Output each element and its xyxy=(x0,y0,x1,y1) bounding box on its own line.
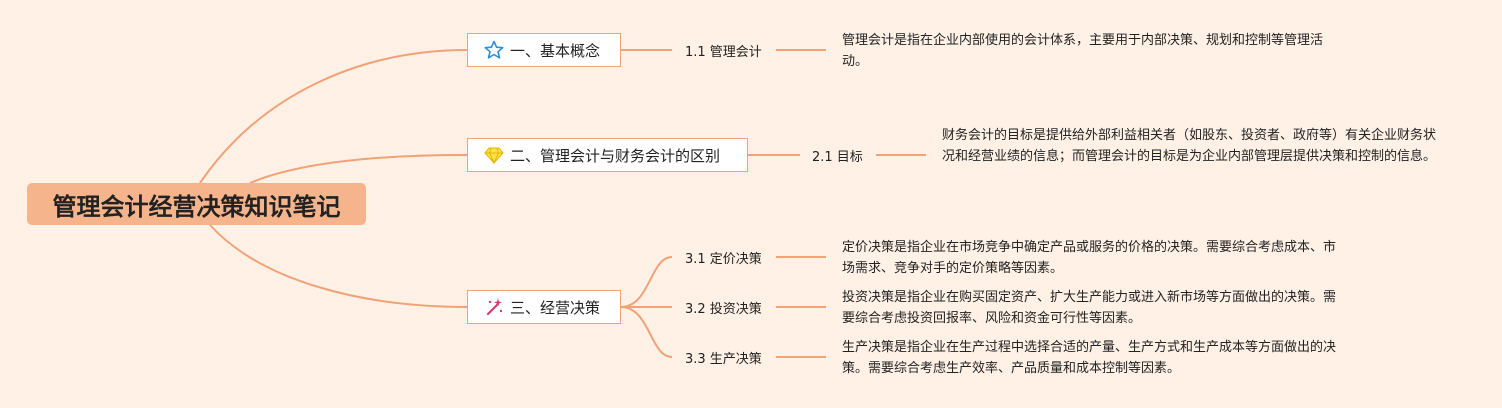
desc-3-3[interactable]: 生产决策是指企业在生产过程中选择合适的产量、生产方式和生产成本等方面做出的决策。… xyxy=(842,340,1337,376)
leaf-3-2[interactable]: 3.2 投资决策 xyxy=(685,302,762,317)
desc-3-2[interactable]: 投资决策是指企业在购买固定资产、扩大生产能力或进入新市场等方面做出的决策。需要综… xyxy=(842,290,1337,326)
branch-basic-concepts[interactable]: 一、基本概念 xyxy=(467,33,621,67)
magic-wand-icon xyxy=(484,297,504,317)
leaf-1-1[interactable]: 1.1 管理会计 xyxy=(685,45,762,60)
root-topic[interactable]: 管理会计经营决策知识笔记 xyxy=(27,183,366,225)
connector-b3-item1 xyxy=(620,256,673,308)
connector-root-branch2 xyxy=(249,154,468,184)
branch-differences[interactable]: 二、管理会计与财务会计的区别 xyxy=(467,138,748,172)
connector-root-branch3 xyxy=(209,224,468,308)
star-icon xyxy=(484,40,504,60)
desc-3-1[interactable]: 定价决策是指企业在市场竞争中确定产品或服务的价格的决策。需要综合考虑成本、市场需… xyxy=(842,240,1337,276)
leaf-2-1[interactable]: 2.1 目标 xyxy=(812,150,863,165)
branch-label: 一、基本概念 xyxy=(510,41,601,60)
leaf-3-1[interactable]: 3.1 定价决策 xyxy=(685,252,762,267)
gem-icon xyxy=(484,145,504,165)
branch-label: 三、经营决策 xyxy=(510,298,601,317)
leaf-3-3[interactable]: 3.3 生产决策 xyxy=(685,352,762,367)
branch-operating-decisions[interactable]: 三、经营决策 xyxy=(467,290,621,324)
connector-root-branch1 xyxy=(199,49,468,184)
desc-2-1[interactable]: 财务会计的目标是提供给外部利益相关者（如股东、投资者、政府等）有关企业财务状况和… xyxy=(942,128,1437,164)
desc-1-1[interactable]: 管理会计是指在企业内部使用的会计体系，主要用于内部决策、规划和控制等管理活动。 xyxy=(842,33,1324,69)
connector-b3-item3 xyxy=(620,306,673,358)
branch-label: 二、管理会计与财务会计的区别 xyxy=(510,146,721,165)
